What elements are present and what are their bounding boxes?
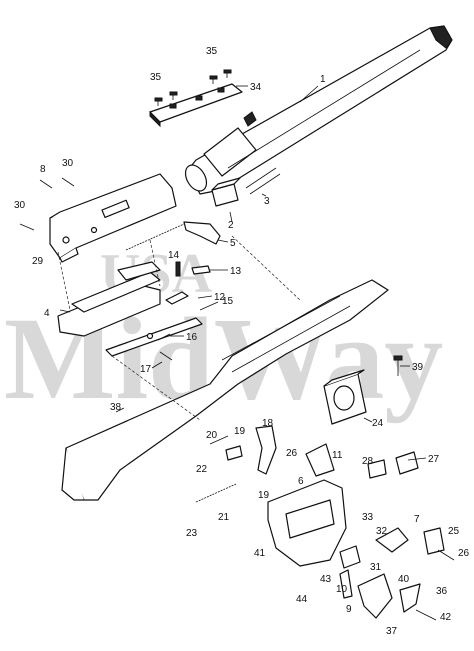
callout-35-second: 35: [206, 46, 218, 57]
stock: [61, 279, 389, 501]
operating-slide: [125, 221, 221, 251]
hammer: [255, 425, 277, 475]
callout-37: 37: [386, 626, 398, 637]
bolt: [57, 261, 161, 337]
callout-39: 39: [412, 362, 424, 373]
callout-20: 20: [206, 430, 218, 441]
callout-19-second: 19: [258, 490, 270, 501]
callout-1: 1: [320, 74, 326, 85]
callout-5: 5: [230, 238, 236, 249]
callout-15: 15: [222, 296, 234, 307]
scope-base-screws: [154, 69, 232, 106]
callout-30-second: 30: [14, 200, 26, 211]
leader-lines: [57, 85, 427, 461]
bolt-lock-assembly: [367, 451, 419, 479]
ejector: [305, 443, 335, 477]
safety-and-trigger: [339, 527, 455, 621]
callout-28: 28: [362, 456, 374, 467]
callout-42: 42: [440, 612, 452, 623]
callout-23: 23: [186, 528, 198, 539]
firing-pin-parts: [165, 261, 211, 305]
callout-32: 32: [376, 526, 388, 537]
callout-27: 27: [428, 454, 440, 465]
callout-16: 16: [186, 332, 198, 343]
callout-3: 3: [264, 196, 270, 207]
callout-24: 24: [372, 418, 384, 429]
barrel-retainer: [211, 177, 241, 207]
callout-13: 13: [230, 266, 242, 277]
callout-14: 14: [168, 250, 180, 261]
retainer-screws: [245, 167, 281, 195]
callout-17: 17: [140, 364, 152, 375]
extractor-pins: [157, 333, 173, 361]
callout-38: 38: [110, 402, 122, 413]
takedown-screw: [393, 355, 403, 376]
callout-21: 21: [218, 512, 230, 523]
receiver-pins: [19, 177, 75, 231]
hammer-spring-assembly: [195, 435, 243, 503]
callout-26-second: 26: [286, 448, 298, 459]
scope-base: [149, 83, 243, 128]
callout-8: 8: [40, 164, 46, 175]
callout-19: 19: [234, 426, 246, 437]
callout-30: 30: [62, 158, 74, 169]
magazine: [323, 369, 367, 425]
receiver: [49, 173, 177, 263]
callout-44: 44: [296, 594, 308, 605]
callout-11: 11: [332, 450, 343, 461]
callout-18: 18: [262, 418, 274, 429]
callout-35: 35: [150, 72, 162, 83]
callouts: 1 2 3 4 5 8 12 13 14 15 16 17 18 19 20 2…: [14, 46, 470, 637]
barrel: [184, 25, 453, 195]
trigger-guard: [267, 479, 347, 567]
callout-9: 9: [346, 604, 352, 615]
callout-22: 22: [196, 464, 208, 475]
extractor: [105, 317, 203, 357]
callout-2: 2: [228, 220, 234, 231]
callout-26: 26: [458, 548, 470, 559]
callout-12: 12: [214, 292, 226, 303]
callout-34: 34: [250, 82, 262, 93]
callout-25: 25: [448, 526, 460, 537]
callout-31: 31: [370, 562, 382, 573]
callout-4: 4: [44, 308, 50, 319]
callout-7: 7: [414, 514, 420, 525]
callout-43: 43: [320, 574, 332, 585]
callout-40: 40: [398, 574, 410, 585]
callout-33: 33: [362, 512, 374, 523]
callout-29: 29: [32, 256, 44, 267]
callout-6: 6: [298, 476, 304, 487]
callout-41: 41: [254, 548, 266, 559]
callout-36: 36: [436, 586, 448, 597]
callout-10: 10: [336, 584, 348, 595]
